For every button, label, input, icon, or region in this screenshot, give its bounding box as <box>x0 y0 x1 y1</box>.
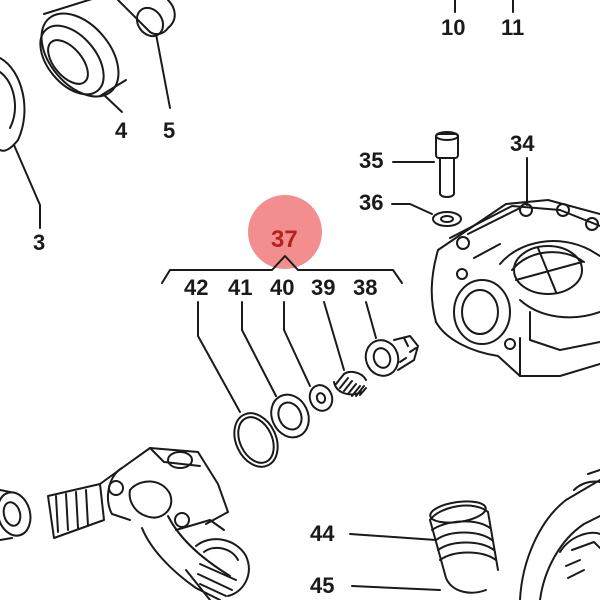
part-label-42[interactable]: 42 <box>184 275 209 300</box>
leader-45 <box>351 585 441 591</box>
lower-right-body <box>519 469 600 600</box>
part-label-34[interactable]: 34 <box>510 131 535 156</box>
part-4-bearing <box>39 0 127 98</box>
leader-36 <box>391 203 433 215</box>
part-label-45[interactable]: 45 <box>310 573 335 598</box>
part-42-oring <box>233 412 279 468</box>
part-label-36[interactable]: 36 <box>359 190 384 215</box>
part-label-44[interactable]: 44 <box>310 521 335 546</box>
part-44-fitting <box>429 500 499 594</box>
leader-41 <box>241 301 277 397</box>
part-35-bolt <box>435 131 459 198</box>
part-label-11[interactable]: 11 <box>501 15 525 40</box>
part-40-washer <box>308 384 334 412</box>
part-label-39[interactable]: 39 <box>311 275 336 300</box>
part-34-housing <box>430 199 600 377</box>
leader-4 <box>103 94 123 113</box>
part-label-5[interactable]: 5 <box>163 118 176 143</box>
leader-42 <box>197 301 241 413</box>
part-38-valve-seat <box>364 335 419 377</box>
leader-39 <box>323 301 345 371</box>
lower-left-assembly <box>0 447 250 600</box>
leader-38 <box>365 301 377 339</box>
group-37-bracket <box>161 255 403 284</box>
part-label-38[interactable]: 38 <box>353 275 378 300</box>
part-41-ring <box>270 393 310 439</box>
part-label-41[interactable]: 41 <box>228 275 253 300</box>
leader-40 <box>283 301 311 387</box>
part-label-10[interactable]: 10 <box>441 15 466 40</box>
leader-3 <box>13 144 41 229</box>
part-36-washer <box>432 211 462 227</box>
part-label-40[interactable]: 40 <box>270 275 295 300</box>
leader-5 <box>155 33 171 109</box>
part-39-spring <box>333 371 367 397</box>
leader-44 <box>349 533 437 541</box>
part-label-35[interactable]: 35 <box>359 148 384 173</box>
part-label-3[interactable]: 3 <box>33 230 46 255</box>
part-label-37[interactable]: 37 <box>271 226 298 253</box>
part-5-sleeve <box>117 0 176 38</box>
part-3-ring <box>0 57 26 152</box>
part-label-4[interactable]: 4 <box>115 118 128 143</box>
